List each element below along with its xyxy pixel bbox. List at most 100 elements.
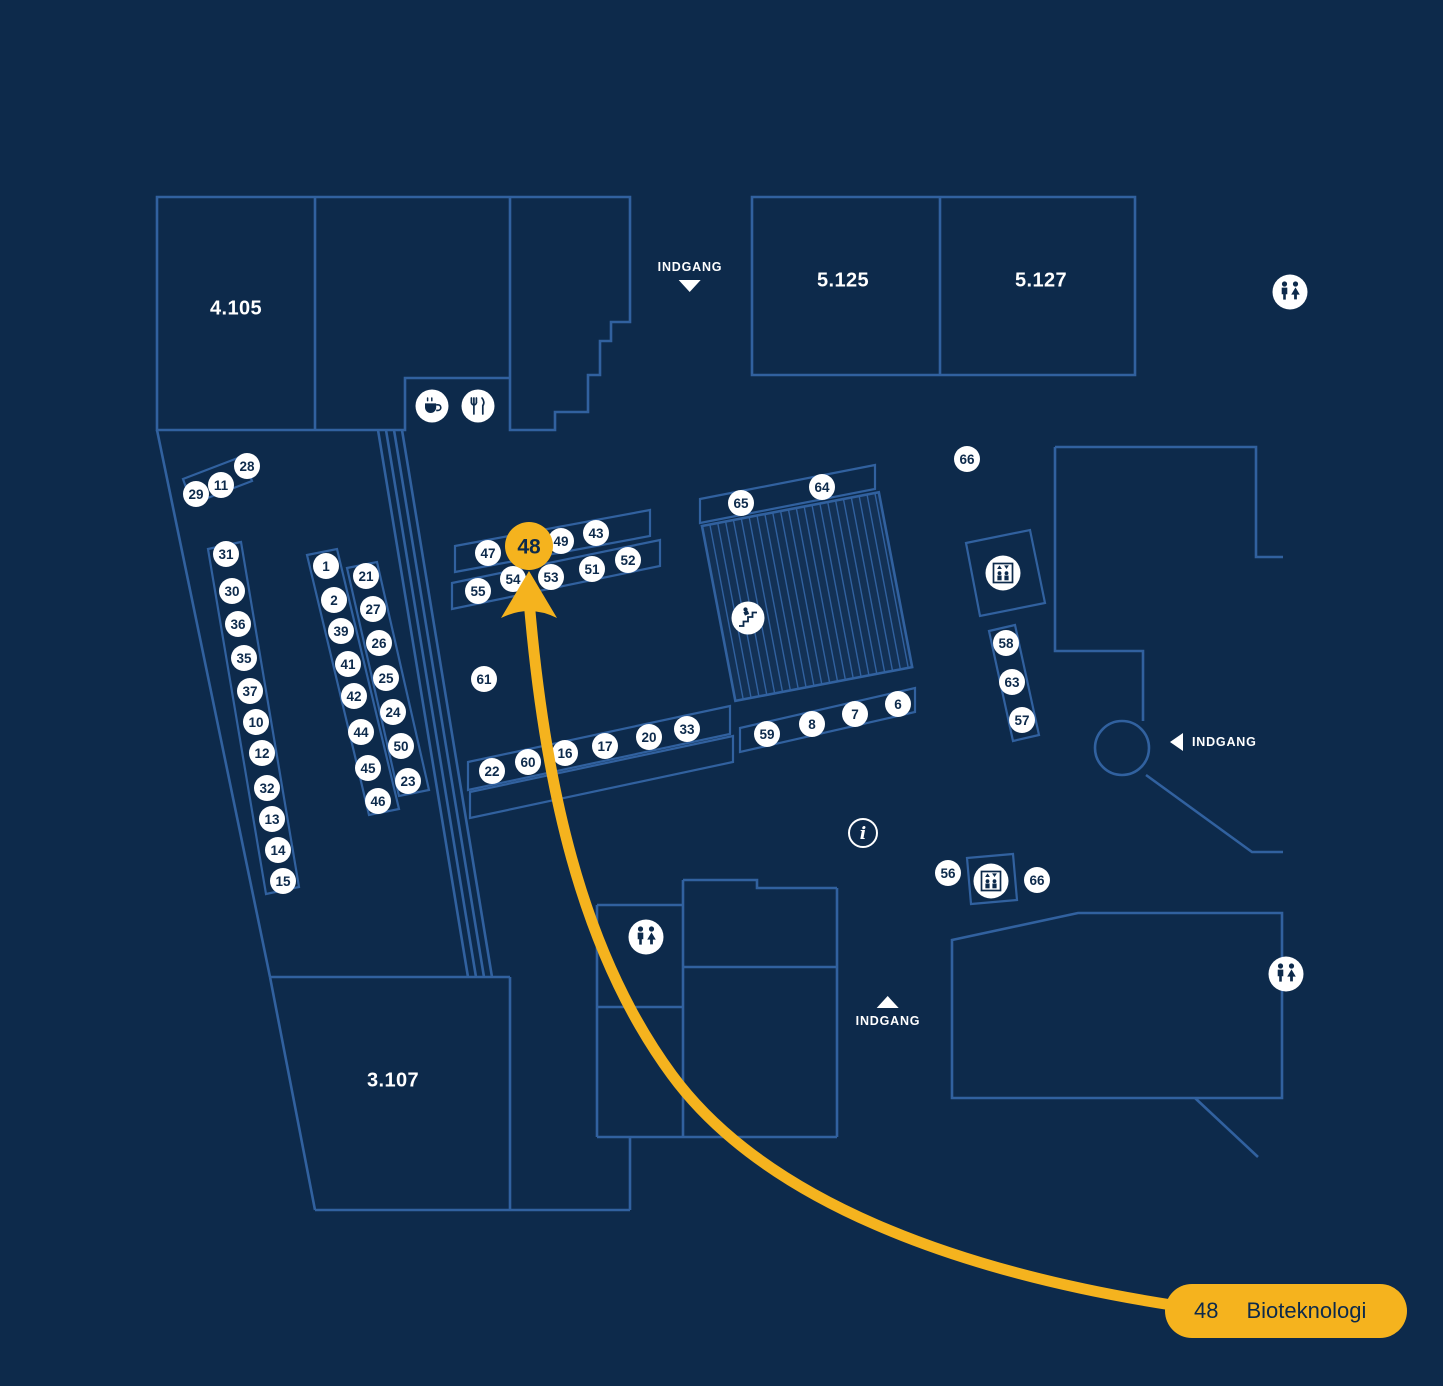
booth-marker-58[interactable]: 58 <box>993 630 1019 656</box>
booth-marker-22[interactable]: 22 <box>479 758 505 784</box>
booth-marker-61[interactable]: 61 <box>471 666 497 692</box>
booth-row <box>305 547 401 817</box>
booth-marker-51[interactable]: 51 <box>579 556 605 582</box>
selected-booth-marker[interactable]: 48 <box>505 522 553 570</box>
booth-marker-45[interactable]: 45 <box>355 755 381 781</box>
booth-marker-15[interactable]: 15 <box>270 868 296 894</box>
svg-text:26: 26 <box>371 636 387 651</box>
booth-marker-42[interactable]: 42 <box>341 683 367 709</box>
booth-marker-63[interactable]: 63 <box>999 669 1025 695</box>
route-layer <box>501 571 1184 1312</box>
booth-marker-16[interactable]: 16 <box>552 740 578 766</box>
svg-text:21: 21 <box>358 569 374 584</box>
entrance-arrow-down-icon <box>678 280 701 292</box>
booth-marker-53[interactable]: 53 <box>538 564 564 590</box>
svg-text:50: 50 <box>393 739 408 754</box>
booth-marker-55[interactable]: 55 <box>465 578 491 604</box>
booth-marker-29[interactable]: 29 <box>183 481 209 507</box>
svg-text:46: 46 <box>370 794 386 809</box>
booth-marker-32[interactable]: 32 <box>254 775 280 801</box>
booth-marker-46[interactable]: 46 <box>365 788 391 814</box>
elevator-box <box>964 528 1047 618</box>
svg-text:59: 59 <box>759 727 774 742</box>
selected-stand-callout[interactable]: 48 Bioteknologi <box>1165 1284 1407 1338</box>
booth-marker-20[interactable]: 20 <box>636 724 662 750</box>
booth-marker-21[interactable]: 21 <box>353 563 379 589</box>
stairs-block <box>700 490 914 703</box>
restaurant-icon <box>460 388 496 424</box>
svg-text:15: 15 <box>275 874 291 889</box>
booth-marker-66[interactable]: 66 <box>954 446 980 472</box>
wc-icon <box>1272 274 1308 310</box>
booth-marker-31[interactable]: 31 <box>213 541 239 567</box>
booth-marker-65[interactable]: 65 <box>728 490 754 516</box>
booth-marker-25[interactable]: 25 <box>373 665 399 691</box>
route-arrowhead-icon <box>501 571 557 618</box>
booth-marker-6[interactable]: 6 <box>885 691 911 717</box>
wall-top-right-building <box>750 195 1137 377</box>
svg-text:25: 25 <box>378 671 394 686</box>
svg-text:17: 17 <box>597 739 612 754</box>
svg-text:51: 51 <box>584 562 600 577</box>
coffee-icon <box>414 388 450 424</box>
booth-marker-13[interactable]: 13 <box>259 806 285 832</box>
route-path <box>523 594 1184 1312</box>
booth-marker-66[interactable]: 66 <box>1024 867 1050 893</box>
svg-text:60: 60 <box>520 755 535 770</box>
booth-marker-50[interactable]: 50 <box>388 733 414 759</box>
svg-text:57: 57 <box>1014 713 1029 728</box>
booth-marker-2[interactable]: 2 <box>321 587 347 613</box>
svg-text:24: 24 <box>385 705 401 720</box>
svg-text:10: 10 <box>248 715 263 730</box>
booth-marker-14[interactable]: 14 <box>265 837 291 863</box>
svg-text:14: 14 <box>270 843 286 858</box>
wc-icon <box>628 919 664 955</box>
booth-marker-27[interactable]: 27 <box>360 596 386 622</box>
svg-text:52: 52 <box>620 553 635 568</box>
booth-marker-64[interactable]: 64 <box>809 474 835 500</box>
booth-marker-7[interactable]: 7 <box>842 701 868 727</box>
booth-marker-1[interactable]: 1 <box>313 553 339 579</box>
booth-marker-12[interactable]: 12 <box>249 740 275 766</box>
svg-text:32: 32 <box>259 781 274 796</box>
booth-marker-36[interactable]: 36 <box>225 611 251 637</box>
room-label-3107: 3.107 <box>366 1069 420 1092</box>
booth-marker-41[interactable]: 41 <box>335 651 361 677</box>
booth-marker-23[interactable]: 23 <box>395 768 421 794</box>
svg-text:2: 2 <box>330 593 338 608</box>
svg-text:66: 66 <box>959 452 975 467</box>
booth-marker-54[interactable]: 54 <box>500 566 526 592</box>
booth-marker-26[interactable]: 26 <box>366 630 392 656</box>
booth-marker-35[interactable]: 35 <box>231 645 257 671</box>
svg-text:49: 49 <box>553 534 568 549</box>
booth-marker-28[interactable]: 28 <box>234 453 260 479</box>
booth-marker-39[interactable]: 39 <box>328 618 354 644</box>
svg-text:55: 55 <box>470 584 486 599</box>
svg-text:61: 61 <box>476 672 492 687</box>
svg-text:43: 43 <box>588 526 604 541</box>
callout-stand-label: Bioteknologi <box>1246 1298 1367 1323</box>
booth-marker-11[interactable]: 11 <box>208 472 234 498</box>
booth-marker-49[interactable]: 49 <box>548 528 574 554</box>
booth-marker-37[interactable]: 37 <box>237 678 263 704</box>
booth-marker-33[interactable]: 33 <box>674 716 700 742</box>
booth-marker-10[interactable]: 10 <box>243 709 269 735</box>
booth-marker-24[interactable]: 24 <box>380 699 406 725</box>
svg-text:16: 16 <box>557 746 573 761</box>
svg-text:47: 47 <box>480 546 495 561</box>
booth-marker-44[interactable]: 44 <box>348 719 374 745</box>
booth-marker-52[interactable]: 52 <box>615 547 641 573</box>
booth-marker-57[interactable]: 57 <box>1009 707 1035 733</box>
booth-marker-56[interactable]: 56 <box>935 860 961 886</box>
wall-left-diagonal <box>155 429 272 978</box>
booth-marker-47[interactable]: 47 <box>475 540 501 566</box>
entrance-arrow-up-icon <box>876 996 899 1008</box>
booth-marker-8[interactable]: 8 <box>799 711 825 737</box>
booth-marker-17[interactable]: 17 <box>592 733 618 759</box>
booth-marker-43[interactable]: 43 <box>583 520 609 546</box>
booth-marker-59[interactable]: 59 <box>754 721 780 747</box>
booth-marker-60[interactable]: 60 <box>515 749 541 775</box>
svg-text:39: 39 <box>333 624 348 639</box>
booth-row <box>453 508 652 574</box>
booth-marker-30[interactable]: 30 <box>219 578 245 604</box>
